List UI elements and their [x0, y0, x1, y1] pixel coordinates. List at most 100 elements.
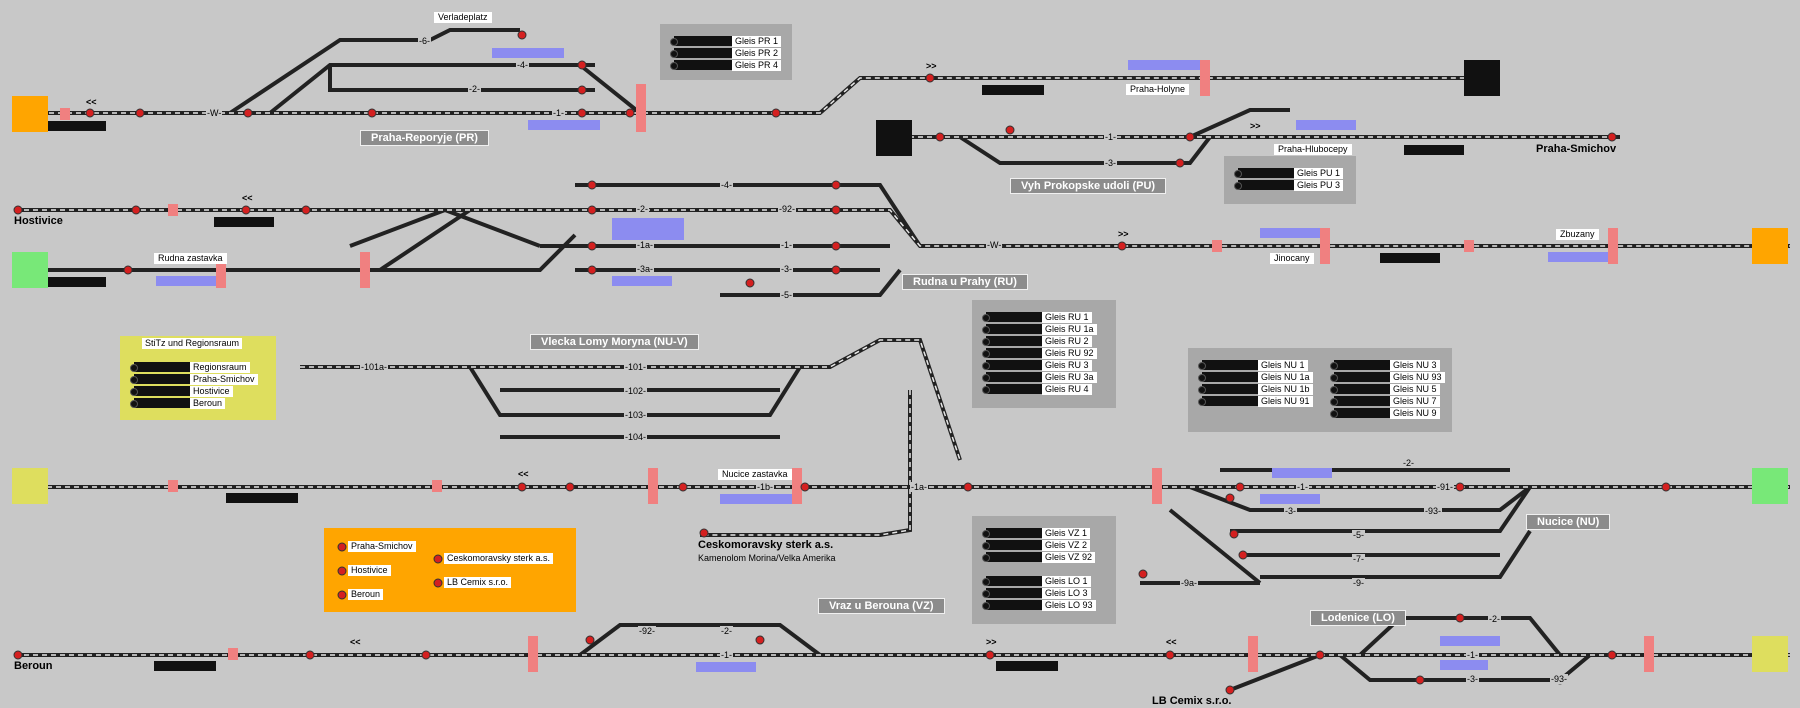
route-switch-pr-4[interactable] [670, 60, 734, 70]
route-switch-pr-1[interactable] [670, 36, 734, 46]
route-label-vz-1: Gleis VZ 1 [1042, 528, 1091, 539]
label-praha-smichov: Praha-Smichov [1536, 143, 1617, 155]
station-label-vraz[interactable]: Vraz u Berouna (VZ) [818, 598, 945, 614]
track-number-nu-1a: -1a- [910, 482, 929, 492]
track-number-nuv-101a: -101a- [360, 362, 389, 372]
route-label-ru-1: Gleis RU 1 [1042, 312, 1092, 323]
route-switch-vz-2[interactable] [982, 540, 1046, 550]
direction-arrow: << [242, 193, 253, 203]
track-sleepers [15, 77, 1790, 656]
route-switch-pu-3[interactable] [1234, 180, 1298, 190]
exit-block-west-ru[interactable] [12, 252, 48, 288]
exit-block-east-zbuzany[interactable] [1752, 228, 1788, 264]
route-switch-ru-4[interactable] [982, 384, 1046, 394]
route-label-nu-7: Gleis NU 7 [1390, 396, 1440, 407]
stitz-label-regionsraum: Regionsraum [190, 362, 250, 373]
route-label-ru-92: Gleis RU 92 [1042, 348, 1097, 359]
label-ceskomoravsky: Ceskomoravsky sterk a.s. [698, 539, 834, 551]
route-switch-nu-1a[interactable] [1198, 372, 1262, 382]
orange-label-beroun[interactable]: Beroun [348, 589, 384, 600]
route-switch-nu-93[interactable] [1330, 372, 1394, 382]
orange-label-praha-smichov[interactable]: Praha-Smichov [348, 541, 416, 552]
label-lb-cemix: LB Cemix s.r.o. [1152, 695, 1232, 707]
route-switch-pu-1[interactable] [1234, 168, 1298, 178]
direction-arrow: >> [1250, 121, 1261, 131]
route-label-nu-1a: Gleis NU 1a [1258, 372, 1313, 383]
route-switch-ru-1[interactable] [982, 312, 1046, 322]
route-switch-ru-3[interactable] [982, 360, 1046, 370]
station-label-praha-reporyje[interactable]: Praha-Reporyje (PR) [360, 130, 489, 146]
route-label-lo-93: Gleis LO 93 [1042, 600, 1096, 611]
label-nucice-zastavka: Nucice zastavka [718, 469, 792, 480]
station-label-vlecka[interactable]: Vlecka Lomy Moryna (NU-V) [530, 334, 699, 350]
route-switch-lo-93[interactable] [982, 600, 1046, 610]
track-number-nu-9a: -9a- [1180, 578, 1199, 588]
track-number-lo-3: -3- [1466, 674, 1479, 684]
orange-label-hostivice[interactable]: Hostivice [348, 565, 391, 576]
route-label-pr-2: Gleis PR 2 [732, 48, 782, 59]
direction-arrow: << [350, 637, 361, 647]
orange-label-lb-cemix[interactable]: LB Cemix s.r.o. [444, 577, 512, 588]
exit-block-east-nucice[interactable] [1752, 468, 1788, 504]
route-label-nu-3: Gleis NU 3 [1390, 360, 1440, 371]
route-label-pu-3: Gleis PU 3 [1294, 180, 1344, 191]
exit-block-west-pr[interactable] [12, 96, 48, 132]
route-label-pu-1: Gleis PU 1 [1294, 168, 1344, 179]
route-switch-nu-7[interactable] [1330, 396, 1394, 406]
route-label-ru-3a: Gleis RU 3a [1042, 372, 1097, 383]
exit-block-east-beroun[interactable] [1752, 636, 1788, 672]
orange-label-ceskomoravsky[interactable]: Ceskomoravsky sterk a.s. [444, 553, 554, 564]
exit-block-west-nu[interactable] [12, 468, 48, 504]
direction-arrow: >> [1118, 229, 1129, 239]
route-switch-nu-1[interactable] [1198, 360, 1262, 370]
station-label-lodenice[interactable]: Lodenice (LO) [1310, 610, 1406, 626]
track-number-vz-1: -1- [720, 650, 733, 660]
stitz-label-praha-smichov: Praha-Smichov [190, 374, 258, 385]
route-label-vz-92: Gleis VZ 92 [1042, 552, 1096, 563]
route-switch-vz-1[interactable] [982, 528, 1046, 538]
station-label-nucice[interactable]: Nucice (NU) [1526, 514, 1611, 530]
route-label-nu-5: Gleis NU 5 [1390, 384, 1440, 395]
route-switch-ru-2[interactable] [982, 336, 1046, 346]
label-zbuzany: Zbuzany [1556, 229, 1599, 240]
station-label-rudna[interactable]: Rudna u Prahy (RU) [902, 274, 1028, 290]
route-switch-vz-92[interactable] [982, 552, 1046, 562]
stitz-label-beroun: Beroun [190, 398, 226, 409]
track-number-pr-1: -1- [552, 108, 565, 118]
label-praha-holyne: Praha-Holyne [1126, 84, 1190, 95]
track-number-pr-6: -6- [418, 36, 431, 46]
route-switch-ru-1a[interactable] [982, 324, 1046, 334]
track-number-lo-1: -1- [1466, 650, 1479, 660]
route-switch-lo-1[interactable] [982, 576, 1046, 586]
route-switch-nu-91[interactable] [1198, 396, 1262, 406]
route-switch-nu-5[interactable] [1330, 384, 1394, 394]
route-switch-ru-3a[interactable] [982, 372, 1046, 382]
track-number-pr-w: -W- [206, 108, 223, 118]
stitz-switch-regionsraum[interactable] [130, 362, 194, 372]
switch-boxes [46, 60, 1500, 671]
direction-arrow: >> [986, 637, 997, 647]
track-number-ru-3: -3- [780, 264, 793, 274]
route-switch-nu-9[interactable] [1330, 408, 1394, 418]
track-number-ru-4: -4- [720, 180, 733, 190]
stitz-switch-hostivice[interactable] [130, 386, 194, 396]
route-switch-pr-2[interactable] [670, 48, 734, 58]
track-number-nuv-104: -104- [624, 432, 648, 442]
track-number-nu-1: -1- [1296, 482, 1309, 492]
stitz-switch-beroun[interactable] [130, 398, 194, 408]
route-switch-ru-92[interactable] [982, 348, 1046, 358]
route-switch-nu-3[interactable] [1330, 360, 1394, 370]
route-label-lo-1: Gleis LO 1 [1042, 576, 1091, 587]
route-label-ru-4: Gleis RU 4 [1042, 384, 1092, 395]
station-label-vyh-prokopske[interactable]: Vyh Prokopske udoli (PU) [1010, 178, 1167, 194]
track-number-pu-3: -3- [1104, 158, 1117, 168]
route-label-pr-4: Gleis PR 4 [732, 60, 782, 71]
track-number-nu-7: -7- [1352, 554, 1365, 564]
stitz-title: StiTz und Regionsraum [142, 338, 243, 349]
route-switch-nu-1b[interactable] [1198, 384, 1262, 394]
label-praha-hlubocepy: Praha-Hlubocepy [1274, 144, 1352, 155]
route-switch-lo-3[interactable] [982, 588, 1046, 598]
stitz-switch-praha-smichov[interactable] [130, 374, 194, 384]
